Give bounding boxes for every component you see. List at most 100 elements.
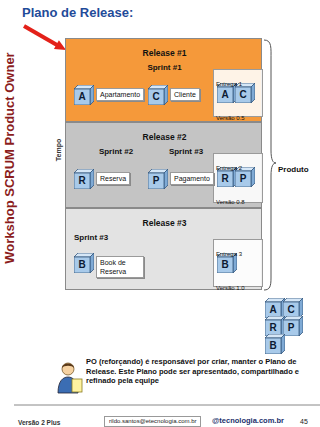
person-document	[72, 379, 82, 392]
label-holder: 45	[300, 410, 316, 427]
release-heading: Release #2	[143, 132, 187, 142]
cube-face	[235, 171, 251, 187]
cube-face	[164, 169, 168, 189]
story-cube: C Cliente	[148, 85, 201, 105]
cube-shape: B	[74, 253, 94, 273]
text-holder: Sprint #1	[66, 56, 263, 74]
text-holder: Entrega 3	[216, 242, 261, 260]
cube-face	[299, 316, 303, 336]
cube-face	[251, 167, 255, 187]
cube-face	[217, 257, 233, 273]
title-holder: Plano de Release:	[22, 3, 133, 21]
cube-shape: P	[283, 316, 303, 336]
story-cube: P	[283, 316, 304, 336]
sprint-label: Sprint #3	[169, 147, 203, 157]
story-label: Reserva	[96, 172, 130, 185]
footer-logo: @tecnologia.com.br	[212, 416, 284, 425]
story-cube: B Book de Reserva	[74, 253, 145, 278]
cube-face	[74, 173, 90, 189]
cube-letter: R	[74, 173, 90, 189]
cube-face	[164, 85, 168, 105]
cube-letter: A	[217, 87, 233, 103]
delivery-label: Entrega 2	[216, 165, 242, 172]
axis-label: Tempo	[54, 139, 64, 161]
cube-face	[299, 298, 303, 318]
text-holder: Release #3	[66, 212, 263, 230]
note-text: PO (reforçando) é responsável por criar,…	[86, 357, 300, 386]
story-cube: A Apartamento	[74, 85, 146, 105]
cube-face	[265, 338, 281, 354]
story-label: Book de Reserva	[96, 256, 144, 278]
cube-letter: A	[74, 89, 90, 105]
version-label: Versão 1.0	[216, 285, 245, 292]
cube-face	[235, 87, 251, 103]
delivery-label: Entrega 3	[216, 251, 242, 258]
cube-shape: A	[265, 298, 285, 318]
cube-shape: C	[148, 85, 168, 105]
sprint-label: Sprint #3	[74, 233, 108, 243]
cube-face	[90, 169, 94, 189]
label-holder: rildo.santos@etecnologia.com.br	[104, 409, 210, 427]
story-cube: R Reserva	[74, 169, 132, 189]
footer-rule	[14, 405, 320, 406]
cube-face	[283, 320, 299, 336]
label-holder: @tecnologia.com.br	[212, 409, 298, 427]
cube-letter: C	[235, 87, 251, 103]
sprint-label: Sprint #1	[147, 63, 181, 73]
release-band: B Book de Reserva B Release #3 Sprint #3 Entr…	[65, 208, 262, 290]
person-hair	[62, 364, 74, 369]
release-heading: Release #3	[143, 218, 187, 228]
pointer-arrow	[24, 26, 57, 45]
cube-shape: R	[74, 169, 94, 189]
text-holder: Sprint #3	[156, 140, 216, 158]
product-bracket	[264, 40, 276, 290]
label-holder: PO (reforçando) é responsável por criar,…	[86, 357, 300, 386]
story-label: Cliente	[170, 88, 200, 101]
slide-title: Plano de Release:	[22, 5, 133, 21]
cube-letter: R	[217, 171, 233, 187]
text-holder: Sprint #3	[74, 226, 154, 244]
version-label: Versão 0.8	[216, 199, 245, 206]
footer-email: rildo.santos@etecnologia.com.br	[104, 416, 201, 427]
cube-face	[148, 89, 164, 105]
cube-shape: P	[148, 169, 168, 189]
cube-face	[90, 253, 94, 273]
side-title: Workshop SCRUM Product Owner	[2, 52, 18, 263]
cube-face	[217, 87, 233, 103]
person-head	[62, 363, 74, 375]
cube-shape: B	[265, 334, 285, 354]
cube-face	[74, 257, 90, 273]
text-holder: Release #1	[66, 42, 263, 60]
cube-letter: P	[283, 320, 299, 336]
text-holder: Sprint #2	[76, 140, 156, 158]
cube-face	[251, 83, 255, 103]
person-icon	[58, 363, 82, 393]
label-holder: Produto	[278, 158, 318, 176]
story-label: Pagamento	[170, 172, 214, 185]
cube-letter: B	[265, 338, 281, 354]
footer-version: Versão 2 Plus	[18, 419, 60, 427]
release-band: AApartamentoCClienteACRelease #1Sprint #…	[65, 38, 262, 122]
release-band: RReservaPPagamentoRPRelease #2Sprint #2S…	[65, 122, 262, 208]
cube-face	[217, 171, 233, 187]
label-holder: Versão 2 Plus	[18, 411, 98, 427]
text-holder: Versão 1.0	[216, 276, 261, 294]
label-holder: Workshop SCRUM Product Owner	[1, 28, 17, 288]
label-holder: Tempo	[51, 130, 61, 170]
story-cube: C	[283, 298, 304, 318]
delivery-label: Entrega 1	[216, 81, 242, 88]
cube-letter: B	[74, 257, 90, 273]
release-heading: Release #1	[143, 48, 187, 58]
text-holder: Release #2	[66, 126, 263, 144]
cube-letter: P	[148, 173, 164, 189]
cube-face	[148, 173, 164, 189]
cube-letter: C	[148, 89, 164, 105]
cube-face	[281, 334, 285, 354]
text-holder: Versão 0.8	[216, 190, 261, 208]
bracket-label: Produto	[278, 165, 309, 175]
story-cube: B	[265, 334, 286, 354]
cube-face	[90, 85, 94, 105]
cube-shape: A	[74, 85, 94, 105]
story-label: Apartamento	[96, 88, 144, 101]
cube-letter: B	[217, 257, 233, 273]
